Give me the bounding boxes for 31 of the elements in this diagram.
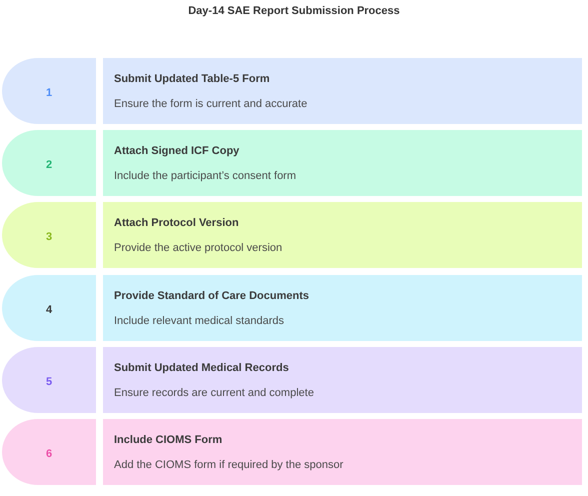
step-card (103, 130, 582, 196)
step-description: Provide the active protocol version (114, 242, 282, 254)
step-heading: Attach Signed ICF Copy (114, 145, 240, 157)
step-number: 2 (46, 159, 52, 171)
step-number: 6 (46, 448, 52, 460)
step-description: Include relevant medical standards (114, 315, 284, 327)
step-tab (2, 58, 96, 124)
diagram-title: Day-14 SAE Report Submission Process (188, 5, 400, 17)
step-card (103, 202, 582, 268)
step-description: Add the CIOMS form if required by the sponsor (114, 459, 344, 471)
step-tab (2, 347, 96, 413)
step-heading: Submit Updated Table-5 Form (114, 73, 270, 85)
step-tab (2, 202, 96, 268)
step-description: Ensure the form is current and accurate (114, 98, 308, 110)
step-heading: Provide Standard of Care Documents (114, 290, 309, 302)
step-heading: Submit Updated Medical Records (114, 362, 289, 374)
step-card (103, 419, 582, 485)
step-tab (2, 130, 96, 196)
step-description: Include the participant’s consent form (114, 170, 296, 182)
step-tab (2, 275, 96, 341)
step-heading: Attach Protocol Version (114, 217, 239, 229)
step-heading: Include CIOMS Form (114, 434, 222, 446)
step-number: 4 (46, 304, 52, 316)
step-description: Ensure records are current and complete (114, 387, 314, 399)
step-number: 1 (46, 87, 52, 99)
step-number: 3 (46, 231, 52, 243)
step-card (103, 58, 582, 124)
step-card (103, 275, 582, 341)
step-card (103, 347, 582, 413)
step-number: 5 (46, 376, 52, 388)
step-tab (2, 419, 96, 485)
